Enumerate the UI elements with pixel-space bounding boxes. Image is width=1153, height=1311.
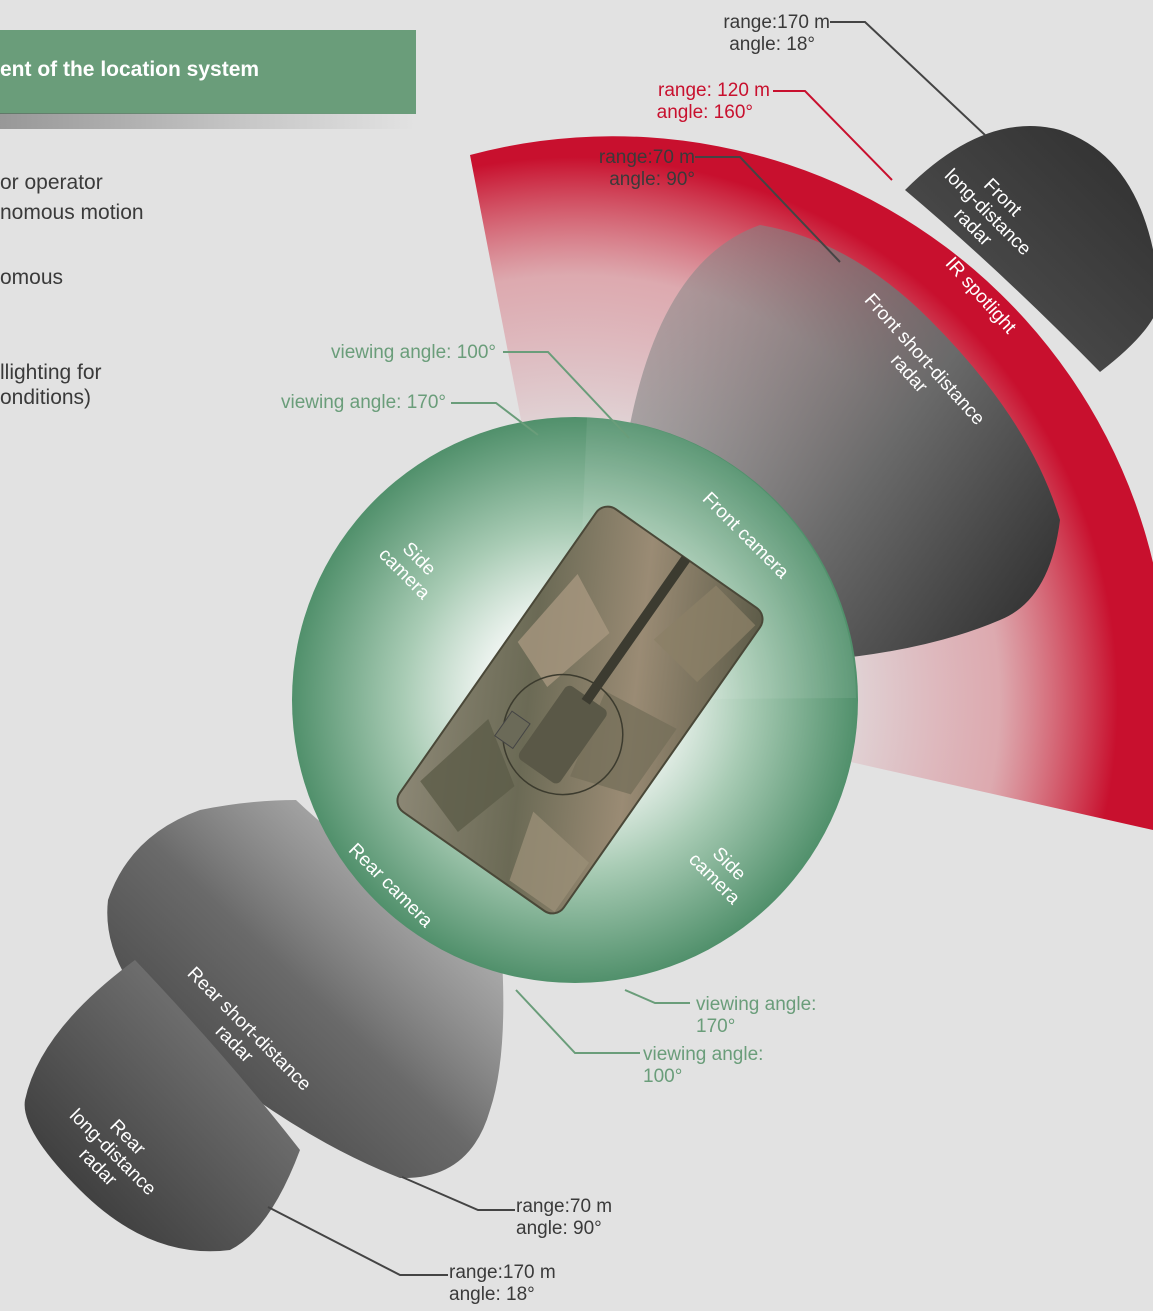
header-bar	[0, 30, 416, 114]
description-line-2: nomous motion	[0, 201, 144, 224]
rear-long-range-label: range:170 m	[449, 1262, 556, 1283]
front-long-leader	[830, 21, 986, 136]
cam-side-view-label: viewing angle: 170°	[281, 392, 446, 413]
cam-side-view-leader	[451, 402, 539, 436]
rear-short-leader	[401, 1176, 515, 1211]
description-line-4: llighting for	[0, 361, 102, 384]
rear-long-angle-label: angle: 18°	[449, 1284, 535, 1305]
camo-patch	[509, 811, 589, 912]
front-long-range-label: range:170 m	[723, 12, 830, 33]
front-short-range-label: range:70 m	[598, 147, 695, 168]
front-long-angle-label: angle: 18°	[729, 34, 815, 55]
cam-rear-side-view-label-1: viewing angle:	[696, 994, 817, 1015]
rear-long-leader	[267, 1206, 448, 1276]
front-long-radar-zone	[905, 126, 1153, 372]
header-shadow	[0, 113, 416, 129]
description-line-1: or operator	[0, 171, 103, 194]
ir-angle-label: angle: 160°	[656, 102, 753, 123]
description-line-5: onditions)	[0, 386, 92, 409]
cam-rear-side-view-label-2: 170°	[696, 1016, 736, 1037]
rear-short-angle-label: angle: 90°	[516, 1218, 602, 1239]
camo-patch	[653, 585, 756, 683]
cam-rear-view-label-2: 100°	[643, 1066, 683, 1087]
page-title: ent of the location system	[0, 58, 260, 81]
turret	[518, 685, 607, 784]
cam-rear-view-leader	[515, 989, 640, 1054]
gun-barrel	[581, 555, 691, 705]
vehicle	[396, 505, 764, 915]
ir-leader	[773, 90, 893, 181]
cam-rear-side-view-leader	[624, 989, 690, 1004]
ammo-box	[494, 710, 531, 750]
camo-patch	[517, 574, 610, 688]
description-line-3: omous	[0, 266, 64, 289]
leader-lines	[267, 21, 986, 1276]
cam-rear-view-label-1: viewing angle:	[643, 1044, 764, 1065]
front-short-leader	[695, 156, 841, 263]
cam-front-view-label: viewing angle: 100°	[331, 342, 496, 363]
cam-front-view-leader	[503, 351, 630, 439]
front-short-angle-label: angle: 90°	[609, 169, 695, 190]
camo-patch	[420, 718, 515, 833]
rear-long-radar-zone	[24, 960, 300, 1252]
rear-short-range-label: range:70 m	[516, 1196, 613, 1217]
ir-range-label: range: 120 m	[658, 80, 770, 101]
